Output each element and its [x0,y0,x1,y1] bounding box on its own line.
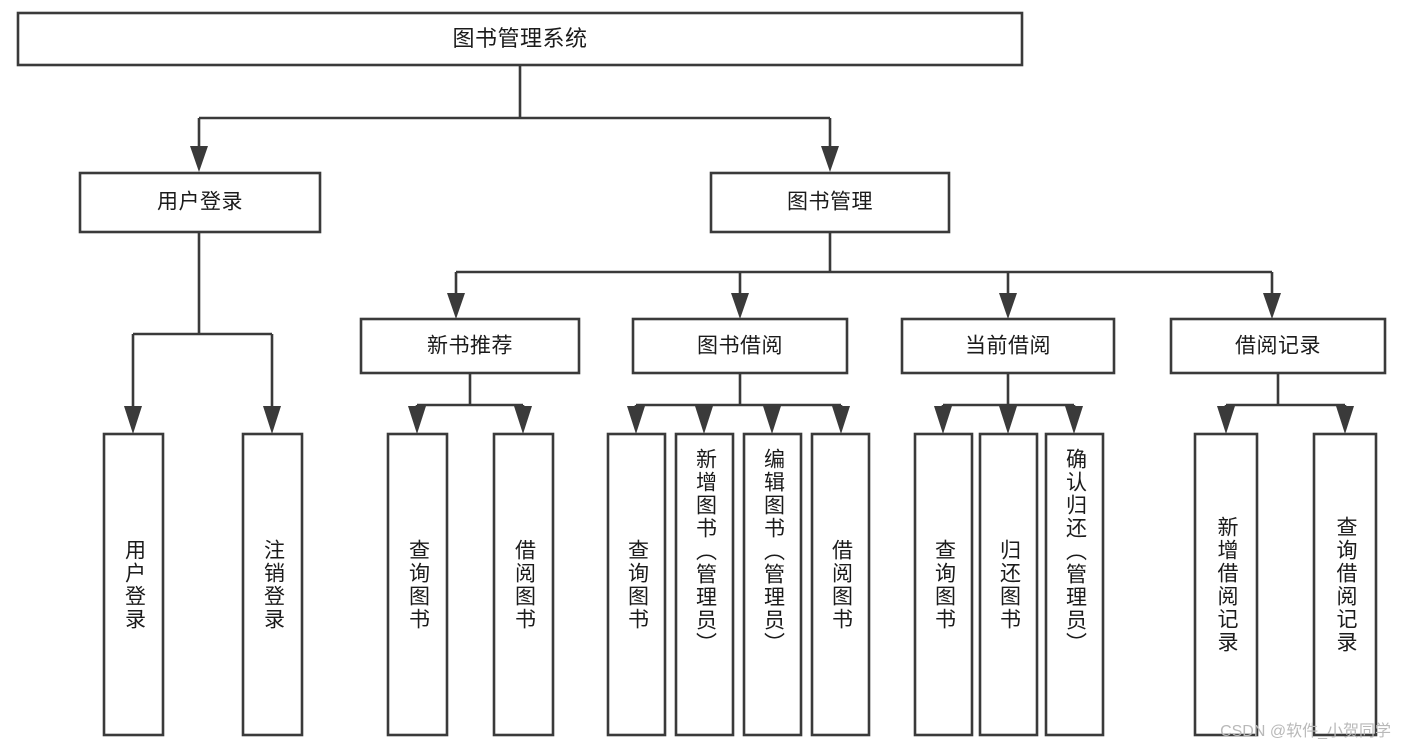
node-root-label: 图书管理系统 [452,26,587,51]
arrowhead-leaf-current-borrow-1 [999,406,1017,434]
leaf-box-user-login-0[interactable] [102,432,165,737]
arrowhead-leaf-borrow-record-1 [1336,406,1354,434]
leaf-box-borrow-record-0[interactable] [1193,432,1259,737]
node-new-book-recommend-box[interactable] [359,317,581,375]
node-book-manage-label: 图书管理 [787,191,873,214]
leaf-box-borrow-record-1[interactable] [1312,432,1378,737]
leaf-box-book-borrow-2[interactable] [742,432,803,737]
node-root[interactable]: 图书管理系统 [16,11,1024,67]
node-current-borrow[interactable]: 当前借阅 [900,317,1116,375]
leaf-box-new-book-0[interactable] [386,432,449,737]
leaf-box-current-borrow-1[interactable] [978,432,1039,737]
arrowhead-leaf-borrow-record-0 [1217,406,1235,434]
node-root-box[interactable] [16,11,1024,67]
node-current-borrow-label: 当前借阅 [965,335,1051,358]
node-book-manage[interactable]: 图书管理 [709,171,951,234]
arrowhead-current-borrow [999,293,1017,319]
arrowhead-leaf-user-login-1 [263,406,281,434]
arrowhead-leaf-book-borrow-0 [627,406,645,434]
leaf-box-current-borrow-0[interactable] [913,432,974,737]
arrowhead-user-login [190,146,208,172]
leaf-box-book-borrow-1[interactable] [674,432,735,737]
node-user-login-box[interactable] [78,171,322,234]
node-user-login[interactable]: 用户登录 [78,171,322,234]
leaf-box-book-borrow-3[interactable] [810,432,871,737]
node-borrow-record-label: 借阅记录 [1235,335,1321,358]
leaf-box-new-book-1[interactable] [492,432,555,737]
leaf-box-current-borrow-2[interactable] [1044,432,1105,737]
node-borrow-record[interactable]: 借阅记录 [1169,317,1387,375]
node-book-borrow[interactable]: 图书借阅 [631,317,849,375]
connectors-layer [124,65,1354,434]
arrowhead-leaf-user-login-0 [124,406,142,434]
arrowhead-leaf-current-borrow-0 [934,406,952,434]
node-borrow-record-box[interactable] [1169,317,1387,375]
node-new-book-recommend[interactable]: 新书推荐 [359,317,581,375]
arrowhead-leaf-book-borrow-1 [695,406,713,434]
nodes-layer: 图书管理系统 用户登录 图书管理 新书推荐 图书借阅 当前 [16,11,1387,737]
arrowhead-new-book [447,293,465,319]
node-book-borrow-label: 图书借阅 [697,335,783,358]
leaf-box-user-login-1[interactable] [241,432,304,737]
node-book-borrow-box[interactable] [631,317,849,375]
node-new-book-recommend-label: 新书推荐 [427,335,513,358]
arrowhead-leaf-book-borrow-2 [763,406,781,434]
arrowhead-leaf-new-book-0 [408,406,426,434]
node-current-borrow-box[interactable] [900,317,1116,375]
arrowhead-book-manage [821,146,839,172]
node-user-login-label: 用户登录 [157,191,243,214]
arrowhead-leaf-book-borrow-3 [832,406,850,434]
arrowhead-leaf-new-book-1 [514,406,532,434]
leaf-box-book-borrow-0[interactable] [606,432,667,737]
arrowhead-leaf-current-borrow-2 [1065,406,1083,434]
node-book-manage-box[interactable] [709,171,951,234]
arrowhead-borrow-record [1263,293,1281,319]
arrowhead-book-borrow [731,293,749,319]
